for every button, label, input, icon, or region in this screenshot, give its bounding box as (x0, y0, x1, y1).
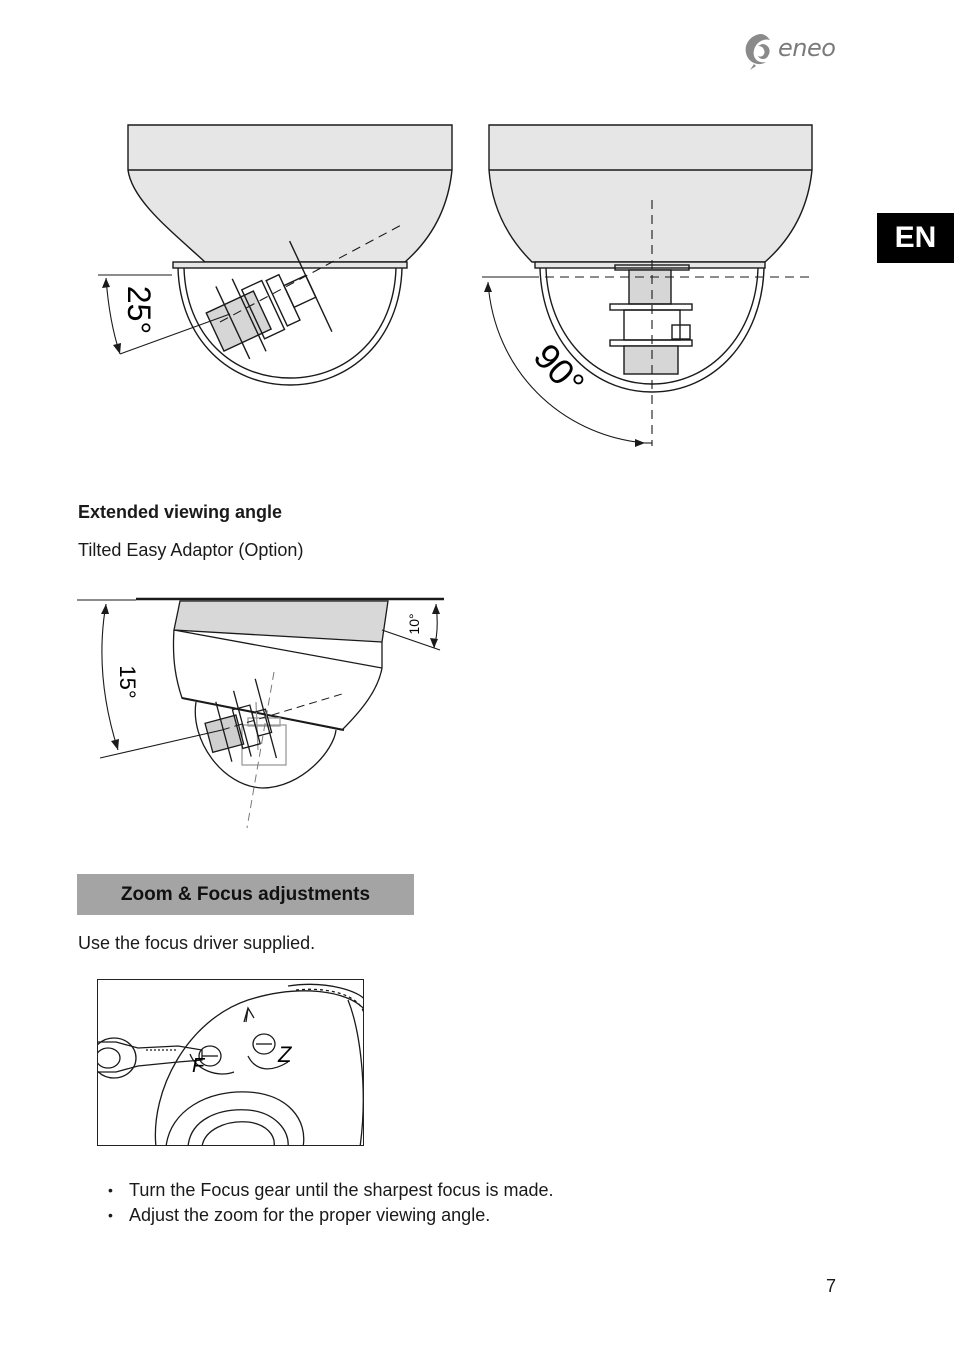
page-number: 7 (826, 1276, 837, 1296)
logo-text: eneo (778, 34, 836, 62)
eneo-swirl-icon (745, 34, 770, 70)
zoom-label: Z (277, 1042, 293, 1067)
instruction-list: Turn the Focus gear until the sharpest f… (108, 1178, 554, 1228)
instruction-item-zoom: Adjust the zoom for the proper viewing a… (108, 1203, 554, 1228)
angle-label-25: 25° (121, 286, 157, 334)
angle-label-10: 10° (406, 613, 422, 634)
angle-label-90: 90° (526, 336, 593, 404)
focus-label: F (192, 1055, 206, 1077)
dome-angle-figure: 25° 90° (80, 110, 840, 460)
extended-viewing-heading: Extended viewing angle (78, 502, 283, 522)
tilted-adaptor-subtitle: Tilted Easy Adaptor (Option) (78, 540, 304, 560)
instruction-item-focus: Turn the Focus gear until the sharpest f… (108, 1178, 554, 1203)
focus-driver-photo: F Z (97, 979, 364, 1146)
angle-label-15: 15° (115, 665, 140, 698)
section-title-bar: Zoom & Focus adjustments (77, 874, 414, 915)
language-tab: EN (877, 213, 954, 263)
focus-driver-text: Use the focus driver supplied. (78, 933, 316, 953)
zoom-focus-title: Zoom & Focus adjustments (120, 883, 371, 905)
tilted-adaptor-figure: 15° 10° (72, 590, 462, 830)
eneo-logo: eneo (740, 30, 850, 72)
